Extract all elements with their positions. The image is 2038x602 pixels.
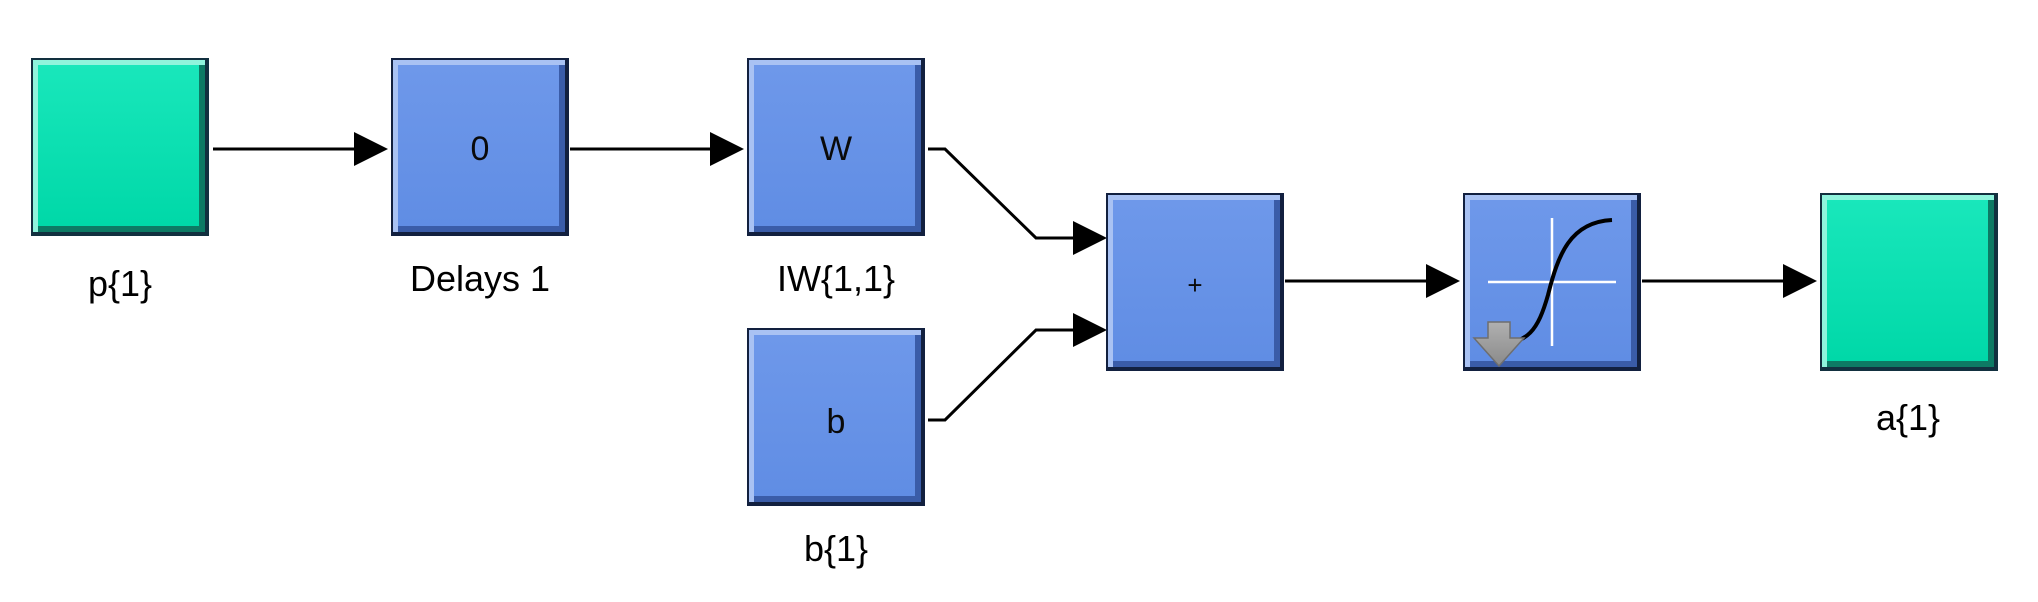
input-caption: p{1} [88, 263, 152, 304]
wire-bias-to-sum [928, 328, 1075, 422]
bias-symbol: b [827, 403, 846, 441]
bias-caption: b{1} [804, 528, 868, 569]
arrowheads [354, 132, 1817, 347]
input-block[interactable] [31, 58, 209, 236]
download-arrow-icon [1472, 321, 1526, 368]
arrowhead-sum-bottom [1073, 313, 1107, 347]
weight-caption: IW{1,1} [777, 258, 895, 299]
wire-weight-to-sum [928, 147, 1075, 240]
arrowhead-delays [354, 132, 388, 166]
weight-symbol: W [820, 130, 852, 168]
connections [213, 147, 1785, 422]
arrowhead-sum-top [1073, 221, 1107, 255]
transfer-block[interactable] [1463, 193, 1641, 371]
bias-block[interactable]: b [747, 328, 925, 506]
sum-symbol: + [1187, 270, 1202, 300]
output-block[interactable] [1820, 193, 1998, 371]
delays-symbol: 0 [471, 130, 490, 168]
delays-caption: Delays 1 [410, 258, 550, 299]
arrowhead-transfer [1426, 264, 1460, 298]
arrowhead-weight [710, 132, 744, 166]
delays-block[interactable]: 0 [391, 58, 569, 236]
output-caption: a{1} [1876, 397, 1940, 438]
arrowhead-output [1783, 264, 1817, 298]
weight-block[interactable]: W [747, 58, 925, 236]
sum-block[interactable]: + [1106, 193, 1284, 371]
